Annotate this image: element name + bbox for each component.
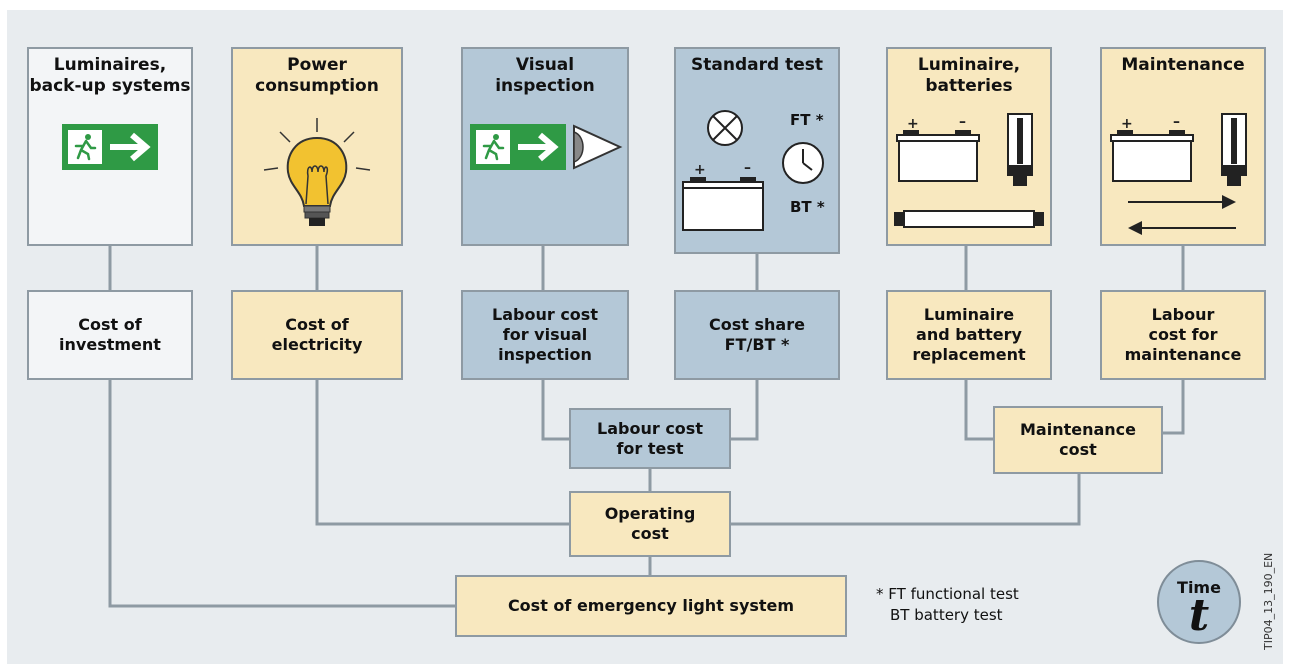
box-visual-inspection-title: Visual inspection [495,55,595,96]
footnote-bt: BT battery test [890,606,1003,624]
time-badge-label: Time [1177,578,1221,597]
box-cost-of-electricity-label: Cost of electricity [271,315,363,354]
box-operating-cost: Operating cost [569,491,731,557]
box-cost-of-electricity: Cost of electricity [231,290,403,380]
svg-text:+: + [907,116,919,132]
box-cost-share-label: Cost share FT/BT * [709,315,805,354]
box-labour-maintenance: Labour cost for maintenance [1100,290,1266,380]
svg-text:+: + [694,162,706,178]
exit-sign-icon [62,124,158,170]
box-labour-maintenance-label: Labour cost for maintenance [1124,305,1242,364]
light-bulb-icon [263,118,371,226]
time-badge: Time t [1157,560,1241,644]
box-cost-of-investment-label: Cost of investment [59,315,161,354]
box-luminaires-backup-title: Luminaires, back-up systems [29,55,191,96]
box-emergency-light-system: Cost of emergency light system [455,575,847,637]
exchange-arrows-icon [1128,195,1236,235]
svg-text:+: + [1121,116,1133,132]
footnote-ft: * FT functional test [876,585,1019,603]
svg-text:–: – [744,160,751,176]
functional-test-label: FT * [790,111,824,129]
box-labour-visual-inspection-label: Labour cost for visual inspection [492,305,598,364]
box-standard-test-title: Standard test [691,55,823,75]
box-maintenance-title: Maintenance [1121,55,1245,75]
battery-icon: + – [682,160,764,231]
box-power-consumption-title: Power consumption [255,55,379,96]
footnote: * FT functional test BT battery test [876,584,1019,626]
box-replacement: Luminaire and battery replacement [886,290,1052,380]
battery-icon-3: + – [1110,114,1194,182]
box-maintenance-cost: Maintenance cost [993,406,1163,474]
svg-text:–: – [959,114,966,130]
box-cost-of-investment: Cost of investment [27,290,193,380]
battery-icon-2: + – [896,114,980,182]
box-luminaire-batteries-title: Luminaire, batteries [917,55,1021,96]
fluorescent-tube-icon [894,210,1044,228]
clock-icon [782,142,824,184]
box-labour-cost-test-label: Labour cost for test [597,418,703,458]
box-labour-visual-inspection: Labour cost for visual inspection [461,290,629,380]
box-replacement-label: Luminaire and battery replacement [912,305,1026,364]
exit-sign-eye-icon [470,124,623,170]
lamp-tube-icon-2 [1221,113,1247,186]
lamp-symbol-icon [707,110,743,146]
box-cost-share: Cost share FT/BT * [674,290,840,380]
box-operating-cost-label: Operating cost [604,504,696,543]
figure-id: TIP04_13_190_EN [1262,552,1275,650]
box-labour-cost-test: Labour cost for test [569,408,731,469]
time-badge-symbol: t [1188,590,1210,641]
lamp-tube-icon [1007,113,1033,186]
box-emergency-light-system-label: Cost of emergency light system [507,596,795,615]
battery-test-label: BT * [790,198,825,216]
svg-text:–: – [1173,114,1180,130]
box-maintenance-cost-label: Maintenance cost [1019,420,1136,459]
